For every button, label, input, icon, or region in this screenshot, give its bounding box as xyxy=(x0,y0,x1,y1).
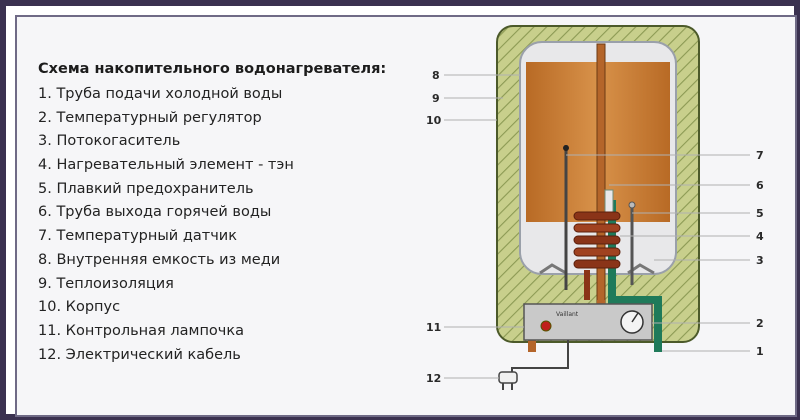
fuse-rod xyxy=(604,189,614,215)
legend: Схема накопительного водонагревателя: 1.… xyxy=(38,59,438,367)
legend-title: Схема накопительного водонагревателя: xyxy=(38,61,387,77)
flow-damper xyxy=(539,263,567,275)
legend-item-6: 6. Труба выхода горячей воды xyxy=(38,204,272,221)
callout-1: 1 xyxy=(756,345,764,358)
legend-item-7: 7. Температурный датчик xyxy=(38,228,237,245)
brand-label: Vaillant xyxy=(556,311,579,318)
callout-12: 12 xyxy=(426,372,441,385)
legend-item-3: 3. Потокогаситель xyxy=(38,133,181,150)
legend-item-5: 5. Плавкий предохранитель xyxy=(38,180,254,197)
fuse-tip xyxy=(628,201,636,209)
legend-item-11: 11. Контрольная лампочка xyxy=(38,322,245,339)
legend-item-2: 2. Температурный регулятор xyxy=(38,109,262,126)
legend-item-1: 1. Труба подачи холодной воды xyxy=(38,86,283,102)
legend-item-10: 10. Корпус xyxy=(38,299,121,316)
heating-element xyxy=(573,211,621,300)
control-lamp xyxy=(540,320,552,332)
left-leader-lines xyxy=(444,74,524,379)
legend-item-12: 12. Электрический кабель xyxy=(38,346,241,363)
sensor-tip xyxy=(563,145,569,151)
callout-9: 9 xyxy=(432,92,440,105)
callout-10: 10 xyxy=(426,114,442,127)
legend-item-8: 8. Внутренняя емкость из меди xyxy=(38,251,281,268)
legend-list: 1. Труба подачи холодной воды 2. Темпера… xyxy=(38,83,438,367)
legend-item-4: 4. Нагревательный элемент - тэн xyxy=(38,157,294,174)
callout-4: 4 xyxy=(756,230,764,243)
callout-3: 3 xyxy=(756,254,764,267)
callout-7: 7 xyxy=(756,149,764,162)
callout-5: 5 xyxy=(756,207,764,220)
knob-indicator xyxy=(631,312,639,323)
callout-8: 8 xyxy=(432,69,440,82)
legend-item-9: 9. Теплоизоляция xyxy=(38,275,174,292)
callout-2: 2 xyxy=(756,317,764,330)
plug-icon xyxy=(498,371,518,390)
electric-cable xyxy=(511,340,569,378)
callout-6: 6 xyxy=(756,179,764,192)
right-leader-lines xyxy=(566,154,750,352)
callout-11: 11 xyxy=(426,321,441,334)
